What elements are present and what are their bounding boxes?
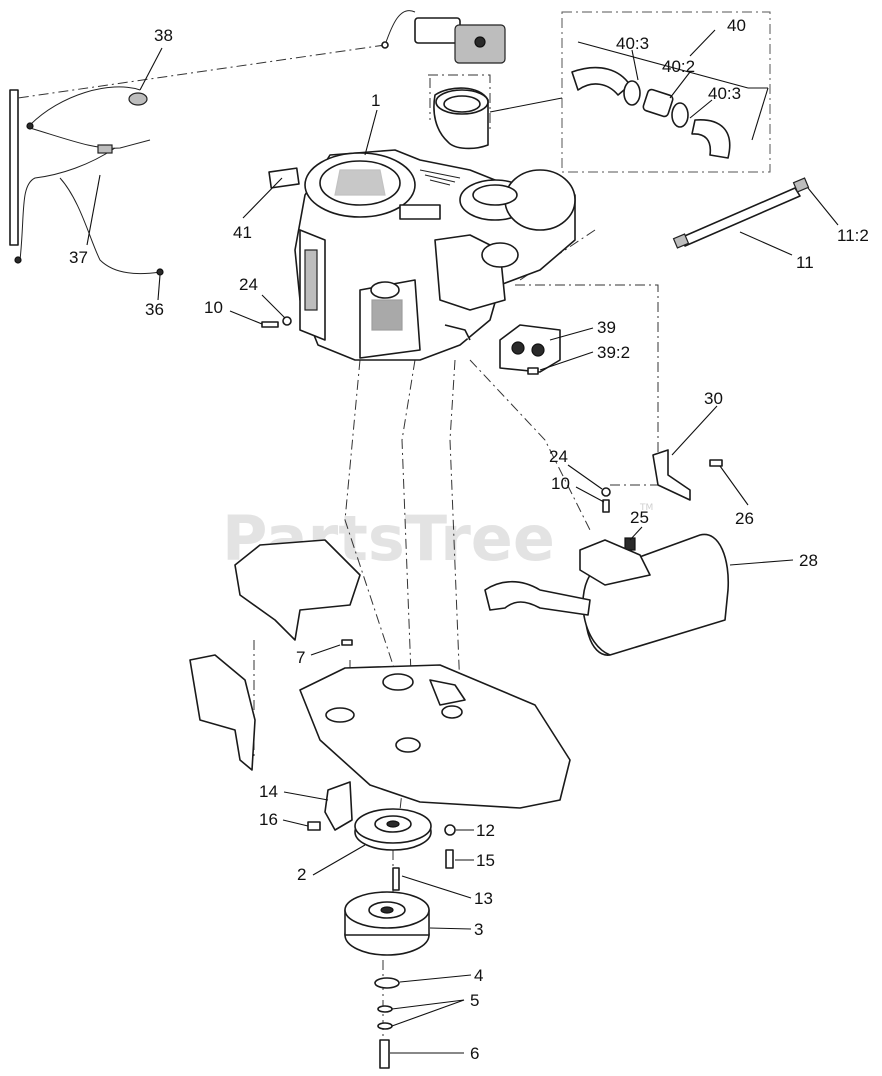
- bolt-7: [341, 639, 353, 646]
- hose-clamp-40-3b: [671, 102, 689, 128]
- inset-box-40: [561, 11, 771, 173]
- callout-16: 16: [259, 810, 278, 829]
- callout-24-right: 24: [549, 447, 568, 466]
- intake-elbow-group: [428, 74, 563, 150]
- engine-deck: [299, 664, 571, 809]
- washer-5b: [377, 1022, 393, 1030]
- callout-28: 28: [799, 551, 818, 570]
- fuel-pump-assembly: [381, 10, 506, 64]
- bolt-10-right: [602, 499, 610, 513]
- oil-cap: [370, 281, 400, 299]
- block-39: [499, 324, 561, 375]
- hose-40-2: [642, 88, 674, 118]
- bolt-6: [379, 1039, 390, 1069]
- intake-elbow: [571, 66, 631, 96]
- callout-13: 13: [474, 889, 493, 908]
- plug-39-2: [527, 367, 539, 375]
- pto-clutch-3: [344, 891, 430, 956]
- air-filter-housing: [504, 169, 576, 231]
- callout-5: 5: [470, 991, 479, 1010]
- harness-connector: [97, 144, 113, 154]
- muffler-28: [484, 533, 730, 656]
- exhaust-pipe: [484, 580, 591, 616]
- callout-40-3-right: 40:3: [708, 84, 741, 103]
- callout-1: 1: [371, 91, 380, 110]
- exhaust-flange: [579, 539, 651, 586]
- outlet-elbow: [691, 119, 731, 159]
- callout-30: 30: [704, 389, 723, 408]
- callout-40: 40: [727, 16, 746, 35]
- muffler-bracket-30: [652, 449, 691, 501]
- washer-5a: [377, 1005, 393, 1013]
- engine: [294, 149, 576, 361]
- callout-11: 11: [796, 253, 814, 272]
- washer-4: [374, 977, 400, 989]
- callout-labels: 38 1 41 37 36 24 10 40:3 40 40:2 40:3 11…: [69, 16, 869, 1063]
- hose-clamp-40-3: [623, 80, 641, 106]
- callout-37: 37: [69, 248, 88, 267]
- callout-6: 6: [470, 1044, 479, 1063]
- heat-shield-bracket: [234, 539, 361, 641]
- sensor-38: [128, 92, 148, 106]
- fasteners: [261, 316, 723, 1069]
- callout-41: 41: [233, 223, 252, 242]
- bolt-10-left: [261, 321, 279, 328]
- bracket-14: [324, 781, 353, 831]
- harness-terminal: [26, 122, 34, 130]
- fuel-filter: [414, 17, 461, 44]
- callout-39-2: 39:2: [597, 343, 630, 362]
- bolt-26: [709, 459, 723, 467]
- callout-10-left: 10: [204, 298, 223, 317]
- callout-14: 14: [259, 782, 278, 801]
- callout-39: 39: [597, 318, 616, 337]
- fuel-line-11: [672, 177, 810, 249]
- wiring-harness: [9, 86, 164, 276]
- callout-26: 26: [735, 509, 754, 528]
- wire-end: [14, 256, 22, 264]
- leader-lines: [86, 29, 839, 1054]
- callout-38: 38: [154, 26, 173, 45]
- wire-end-36: [156, 268, 164, 276]
- callout-40-2: 40:2: [662, 57, 695, 76]
- side-guard: [189, 654, 256, 771]
- washer-24-left: [282, 316, 292, 326]
- callout-12: 12: [476, 821, 495, 840]
- decal-41: [268, 167, 300, 189]
- nut-16: [307, 821, 321, 831]
- callout-25: 25: [630, 508, 649, 527]
- washer-12: [444, 824, 456, 836]
- callout-10-right: 10: [551, 474, 570, 493]
- callout-24-left: 24: [239, 275, 258, 294]
- callout-36: 36: [145, 300, 164, 319]
- callout-40-3-left: 40:3: [616, 34, 649, 53]
- engine-label-plate: [399, 204, 441, 220]
- callout-15: 15: [476, 851, 495, 870]
- callout-7: 7: [296, 648, 305, 667]
- watermark-trademark: TM: [639, 503, 653, 513]
- carb-elbow: [481, 242, 519, 268]
- callout-4: 4: [474, 966, 483, 985]
- key-13: [392, 867, 400, 891]
- callout-3: 3: [474, 920, 483, 939]
- callout-11-2: 11:2: [837, 226, 869, 245]
- oil-filter: [304, 249, 318, 311]
- washer-24-right: [601, 487, 611, 497]
- pulley-2: [354, 808, 432, 851]
- engine-control-box: [359, 279, 421, 359]
- harness-bracket: [9, 89, 19, 246]
- callout-2: 2: [297, 865, 306, 884]
- bolt-15: [445, 849, 454, 869]
